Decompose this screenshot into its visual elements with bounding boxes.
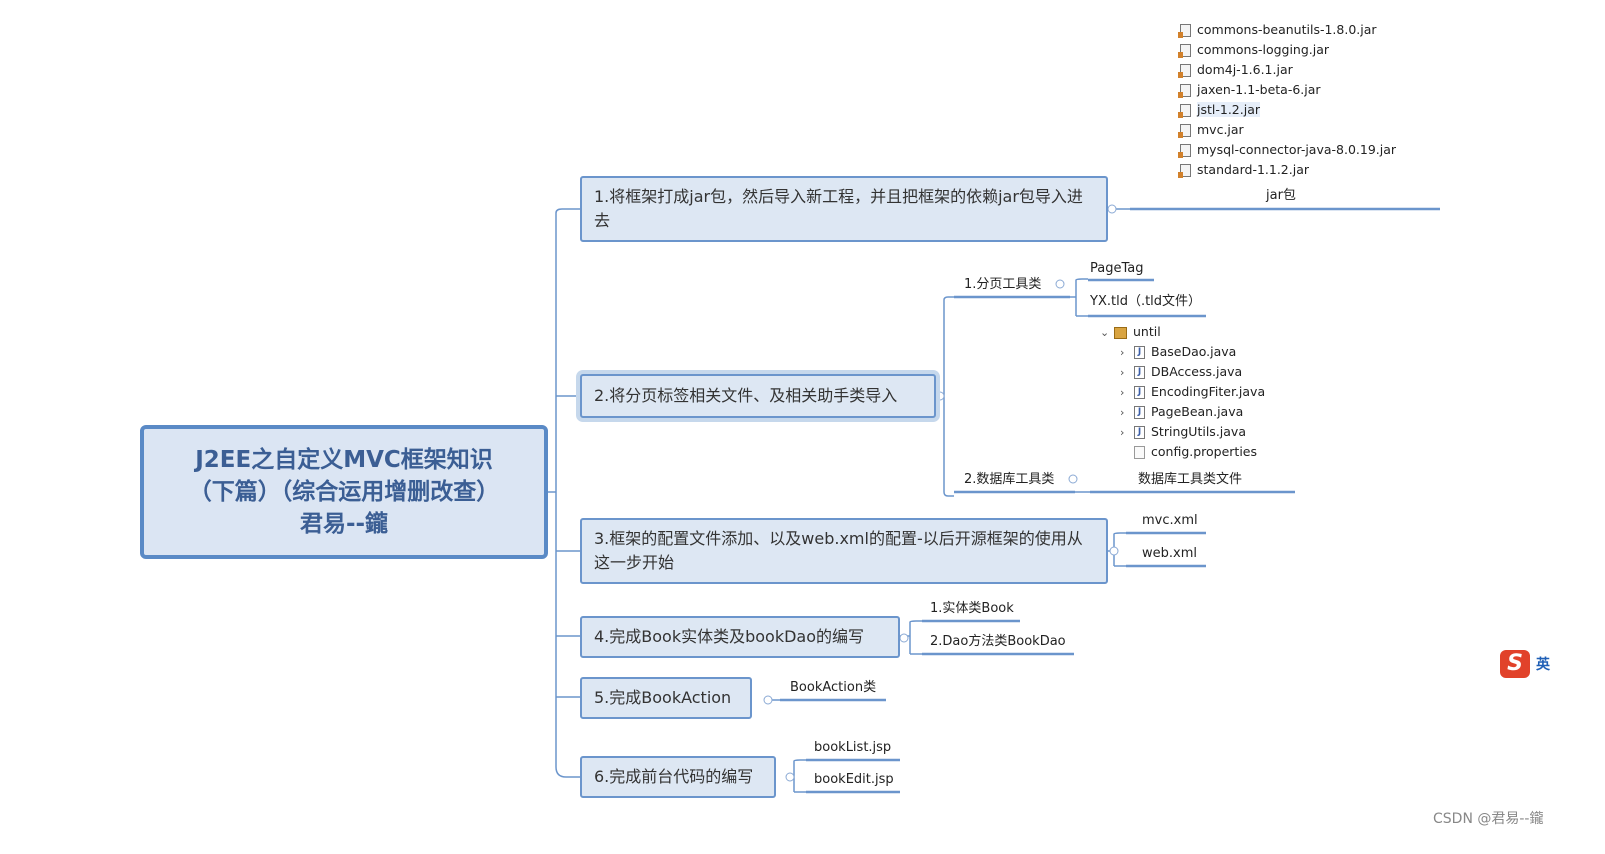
collapse-toggle-topic2 (935, 391, 945, 401)
tld-file-node[interactable]: YX.tld（.tld文件） (1090, 294, 1202, 309)
jar-file-icon (1178, 84, 1191, 98)
bookedit-jsp-node[interactable]: bookEdit.jsp (814, 772, 894, 787)
java-file-icon: J (1134, 366, 1145, 379)
jar-item: standard-1.1.2.jar (1178, 161, 1309, 179)
jar-item: dom4j-1.6.1.jar (1178, 61, 1293, 79)
collapse-toggle-db (1068, 474, 1078, 484)
pagetag-node[interactable]: PageTag (1090, 261, 1144, 276)
collapse-toggle-topic3 (1109, 546, 1119, 556)
topic-2[interactable]: 2.将分页标签相关文件、及相关助手类导入 (580, 374, 936, 418)
db-utils-files-node[interactable]: 数据库工具类文件 (1138, 472, 1243, 487)
chevron-right-icon: › (1120, 406, 1125, 419)
chevron-right-icon: › (1120, 386, 1125, 399)
jar-item: mysql-connector-java-8.0.19.jar (1178, 141, 1396, 159)
topic-5-label: 5.完成BookAction (594, 688, 732, 707)
collapse-toggle-topic6 (785, 772, 795, 782)
jar-item: commons-logging.jar (1178, 41, 1329, 59)
jar-file-icon (1178, 64, 1191, 78)
tree-folder: ⌄until (1100, 323, 1161, 342)
bookdao-node[interactable]: 2.Dao方法类BookDao (930, 634, 1066, 649)
collapse-toggle-topic5 (763, 695, 773, 705)
topic-1-label: 1.将框架打成jar包，然后导入新工程，并且把框架的依赖jar包导入进去 (594, 187, 1083, 230)
db-utils-node[interactable]: 2.数据库工具类 (964, 472, 1055, 487)
topic-4-label: 4.完成Book实体类及bookDao的编写 (594, 627, 865, 646)
collapse-toggle-topic4 (899, 633, 909, 643)
paging-utils-node[interactable]: 1.分页工具类 (964, 277, 1042, 292)
mvc-xml-node[interactable]: mvc.xml (1142, 513, 1198, 528)
bookaction-class-node[interactable]: BookAction类 (790, 680, 877, 695)
topic-6[interactable]: 6.完成前台代码的编写 (580, 756, 776, 798)
collapse-toggle-paging (1055, 279, 1065, 289)
java-file-icon: J (1134, 386, 1145, 399)
central-topic-line3: 君易--鑨 (299, 511, 389, 537)
properties-file-icon (1134, 446, 1145, 459)
jar-file-icon (1178, 44, 1191, 58)
package-icon (1114, 326, 1127, 339)
topic-5[interactable]: 5.完成BookAction (580, 677, 752, 719)
topic-3[interactable]: 3.框架的配置文件添加、以及web.xml的配置-以后开源框架的使用从这一步开始 (580, 518, 1108, 584)
chevron-right-icon: › (1120, 346, 1125, 359)
tree-file: config.properties (1120, 443, 1257, 461)
chevron-right-icon: › (1120, 426, 1125, 439)
central-topic-line2: （下篇）（综合运用增删改查） (188, 479, 500, 505)
jar-file-icon (1178, 104, 1191, 118)
topic-1[interactable]: 1.将框架打成jar包，然后导入新工程，并且把框架的依赖jar包导入进去 (580, 176, 1108, 242)
collapse-toggle-topic1 (1107, 204, 1117, 214)
java-file-icon: J (1134, 426, 1145, 439)
chevron-down-icon: ⌄ (1100, 326, 1110, 339)
booklist-jsp-node[interactable]: bookList.jsp (814, 740, 892, 755)
central-topic-line1: J2EE之自定义MVC框架知识 (195, 447, 493, 473)
jar-file-icon (1178, 124, 1191, 138)
central-topic[interactable]: J2EE之自定义MVC框架知识 （下篇）（综合运用增删改查） 君易--鑨 (140, 425, 548, 559)
watermark: CSDN @君易--鑨 (1433, 811, 1544, 827)
jar-file-icon (1178, 24, 1191, 38)
ime-indicator[interactable]: S 英 (1500, 650, 1550, 678)
java-file-icon: J (1134, 346, 1145, 359)
jar-item: jaxen-1.1-beta-6.jar (1178, 81, 1321, 99)
jar-label[interactable]: jar包 (1266, 188, 1296, 203)
topic-2-label: 2.将分页标签相关文件、及相关助手类导入 (594, 386, 898, 405)
jar-item: commons-beanutils-1.8.0.jar (1178, 21, 1377, 39)
web-xml-node[interactable]: web.xml (1142, 546, 1197, 561)
ime-language: 英 (1536, 657, 1550, 673)
jar-item: jstl-1.2.jar (1178, 101, 1260, 119)
chevron-right-icon: › (1120, 366, 1125, 379)
jar-file-icon (1178, 144, 1191, 158)
topic-4[interactable]: 4.完成Book实体类及bookDao的编写 (580, 616, 900, 658)
java-file-icon: J (1134, 406, 1145, 419)
topic-3-label: 3.框架的配置文件添加、以及web.xml的配置-以后开源框架的使用从这一步开始 (594, 529, 1083, 572)
jar-item: mvc.jar (1178, 121, 1244, 139)
sogou-logo-icon: S (1500, 650, 1530, 678)
topic-6-label: 6.完成前台代码的编写 (594, 767, 754, 786)
entity-book-node[interactable]: 1.实体类Book (930, 601, 1014, 616)
jar-file-icon (1178, 164, 1191, 178)
